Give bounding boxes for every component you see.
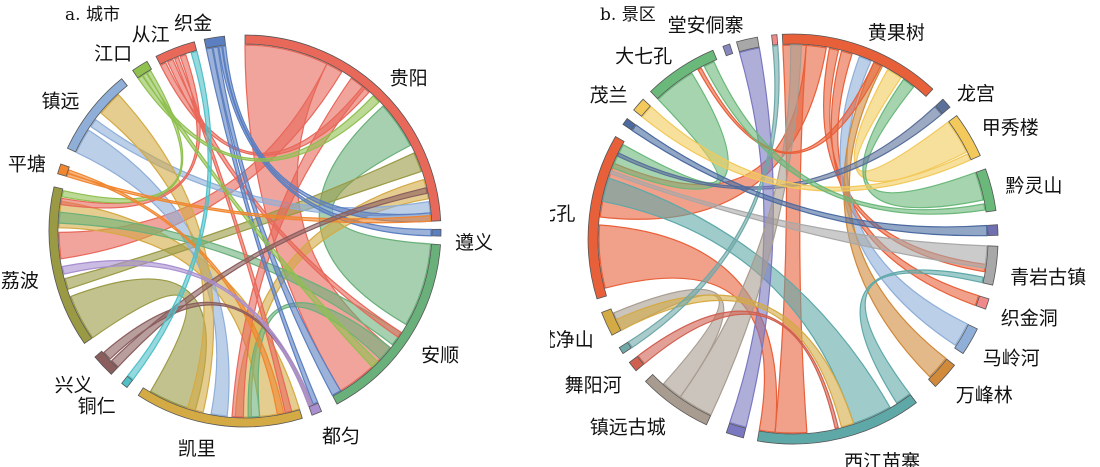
segment-label: 小七孔: [550, 203, 575, 225]
chord-ribbon: [615, 294, 855, 428]
chord-ribbon: [703, 61, 986, 215]
segment-arc: [725, 422, 747, 439]
segment-arc: [203, 35, 226, 49]
segment-label: 兴义: [55, 375, 93, 397]
segment-label: 镇远古城: [590, 416, 666, 438]
segment-label: 黄果树: [868, 22, 925, 44]
segment-label: 堂安侗寨: [668, 15, 744, 37]
chord-ribbon: [859, 269, 984, 404]
segment-arc: [431, 228, 442, 237]
segment-label: 西江苗寨: [844, 451, 920, 467]
segment-label: 茂兰: [590, 84, 628, 106]
chord-ribbon: [616, 105, 943, 190]
panel-title: a. 城市: [65, 5, 120, 25]
segment-arc: [155, 41, 198, 65]
panel-title: b. 景区: [600, 5, 656, 25]
segment-label: 凯里: [178, 438, 216, 460]
chord-ribbon: [641, 105, 971, 192]
ribbons: [598, 44, 988, 434]
segment-label: 舞阳河: [565, 374, 622, 396]
segment-arc: [622, 117, 636, 131]
chord-ribbon: [631, 124, 988, 237]
chord-ribbon: [212, 46, 342, 397]
chord-ribbon: [67, 169, 285, 415]
segment-label: 镇远: [41, 91, 79, 113]
segment-label: 大七孔: [615, 45, 672, 67]
segment-label: 龙宫: [957, 83, 995, 105]
segment-arc: [954, 323, 978, 355]
segment-arcs: [48, 34, 442, 428]
segment-arc: [722, 43, 734, 57]
segment-arc: [644, 373, 712, 426]
segment-label: 马岭河: [983, 348, 1040, 370]
segment-label: 甲秀楼: [982, 117, 1039, 139]
chord-ribbon: [637, 310, 840, 430]
segment-arc: [975, 295, 990, 310]
chord-ribbon: [598, 224, 778, 433]
chord-ribbon: [127, 50, 212, 381]
ribbons: [58, 44, 432, 418]
segment-arc: [982, 245, 999, 286]
chord-ribbon: [862, 78, 984, 209]
segment-arc: [756, 394, 917, 445]
segment-label: 贵阳: [390, 68, 428, 90]
segment-label: 安顺: [421, 344, 459, 366]
segment-arc: [927, 358, 956, 388]
segment-arc: [771, 34, 779, 46]
segment-label: 江口: [94, 43, 132, 65]
segment-arc: [332, 243, 441, 405]
segment-arc: [781, 33, 934, 97]
segment-label: 黔灵山: [1006, 175, 1063, 197]
chord-ribbon: [609, 169, 988, 269]
segment-arc: [618, 341, 632, 355]
segment-label: 梵净山: [550, 329, 594, 351]
segment-label: 遵义: [455, 232, 493, 254]
segment-arc: [132, 60, 153, 79]
segment-arc: [948, 115, 981, 161]
segment-arc: [587, 135, 625, 300]
segment-arc: [48, 186, 93, 344]
segment-arc: [736, 36, 760, 53]
chord-ribbon: [61, 69, 184, 204]
segment-arc: [650, 49, 718, 100]
segment-arc: [137, 387, 303, 428]
segment-label: 平塘: [8, 153, 46, 175]
chord-ribbon: [697, 61, 882, 155]
segment-arc: [628, 355, 645, 372]
segment-arc: [601, 308, 622, 336]
segment-label: 从江: [132, 24, 170, 46]
chord-ribbon: [218, 45, 432, 237]
chord-ribbon: [222, 45, 432, 223]
segment-arc: [633, 98, 651, 117]
segment-label: 万峰林: [956, 385, 1013, 407]
chord-ribbon: [61, 259, 314, 407]
chord-ribbon: [100, 93, 215, 413]
segment-arc: [94, 350, 119, 375]
segment-arc: [57, 163, 70, 177]
segment-label: 织金: [174, 13, 212, 35]
chord-ribbon: [60, 53, 201, 209]
segment-arc: [66, 78, 128, 153]
segment-label: 荔波: [1, 270, 39, 292]
segment-label: 都匀: [322, 425, 360, 447]
segment-arc: [935, 98, 951, 115]
segment-label: 青岩古镇: [1010, 267, 1086, 289]
segment-arc: [975, 168, 997, 213]
segment-arc: [121, 375, 134, 389]
segment-label: 织金洞: [1001, 308, 1058, 330]
segment-arc: [308, 402, 323, 416]
segment-arc: [987, 224, 999, 237]
chord-ribbon: [205, 47, 319, 405]
segment-arcs: [587, 33, 999, 445]
chord-ribbon: [627, 44, 780, 349]
segment-arc: [244, 34, 442, 222]
segment-label: 铜仁: [78, 396, 116, 418]
